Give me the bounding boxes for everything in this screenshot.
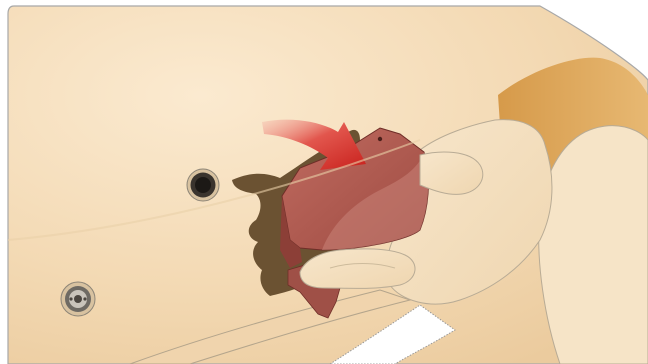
hand-thumb xyxy=(420,152,483,194)
round-socket-icon xyxy=(61,282,95,316)
module-pin-hole xyxy=(378,137,382,141)
round-socket-icon xyxy=(187,169,219,201)
